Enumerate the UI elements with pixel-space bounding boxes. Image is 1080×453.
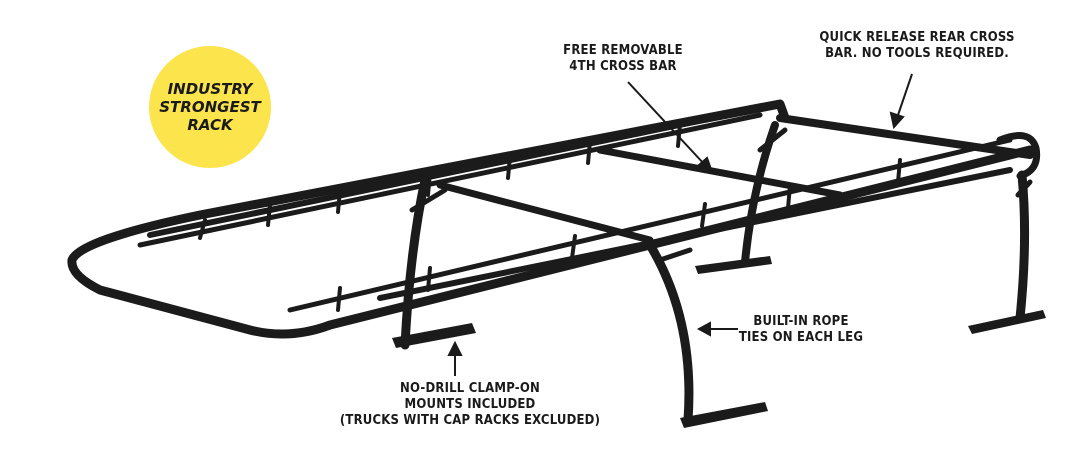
cross-bar-front [436, 181, 654, 244]
clamp-mounts [392, 256, 1046, 428]
callout-arrows [447, 73, 913, 376]
clamp-rear-left [695, 256, 772, 274]
callout-removable-cross-bar: FREE REMOVABLE 4TH CROSS BAR [548, 43, 698, 75]
rear-left-leg [741, 121, 779, 266]
callout-clamp-line-1: NO-DRILL CLAMP-ON [400, 381, 540, 396]
badge-line-1: INDUSTRY [167, 80, 253, 98]
front-loop [67, 99, 1035, 339]
badge-line-3: RACK [187, 116, 233, 134]
upper-side-rail [147, 101, 783, 238]
callout-crossbar-line-2: 4TH CROSS BAR [569, 59, 677, 74]
arrow-crossbar [627, 81, 706, 166]
rail-posts [198, 122, 902, 312]
callout-crossbar-line-1: FREE REMOVABLE [563, 43, 683, 58]
callout-rear-line-2: BAR. NO TOOLS REQUIRED. [825, 46, 1009, 61]
clamp-rear-right [968, 310, 1046, 334]
rear-right-leg [1015, 170, 1030, 323]
rear-hoop [996, 132, 1041, 180]
callout-rope-line-2: TIES ON EACH LEG [738, 330, 864, 345]
leg-braces [409, 127, 1033, 263]
rack-frame [67, 99, 1041, 425]
clamp-front-right [680, 402, 768, 428]
industry-strongest-badge: INDUSTRY STRONGEST RACK [149, 46, 271, 168]
arrow-rear [896, 73, 913, 119]
callout-quick-release: QUICK RELEASE REAR CROSS BAR. NO TOOLS R… [812, 30, 1022, 62]
front-left-leg [400, 175, 430, 350]
callout-clamp-line-2: MOUNTS INCLUDED [404, 397, 536, 412]
near-side-rail [377, 167, 1013, 301]
clamp-front-left [392, 323, 476, 348]
callout-rope-ties: BUILT-IN ROPE TIES ON EACH LEG [716, 314, 886, 346]
callout-clamp-line-3: (TRUCKS WITH CAP RACKS EXCLUDED) [339, 413, 601, 428]
front-right-leg [645, 240, 694, 425]
callout-rear-line-1: QUICK RELEASE REAR CROSS [819, 30, 1015, 45]
cross-bar-rear [776, 114, 1034, 159]
cross-bar-removable [596, 146, 844, 199]
callout-rope-line-1: BUILT-IN ROPE [753, 314, 849, 329]
callout-clamp-mounts: NO-DRILL CLAMP-ON MOUNTS INCLUDED (TRUCK… [320, 381, 620, 429]
badge-line-2: STRONGEST [159, 98, 261, 116]
